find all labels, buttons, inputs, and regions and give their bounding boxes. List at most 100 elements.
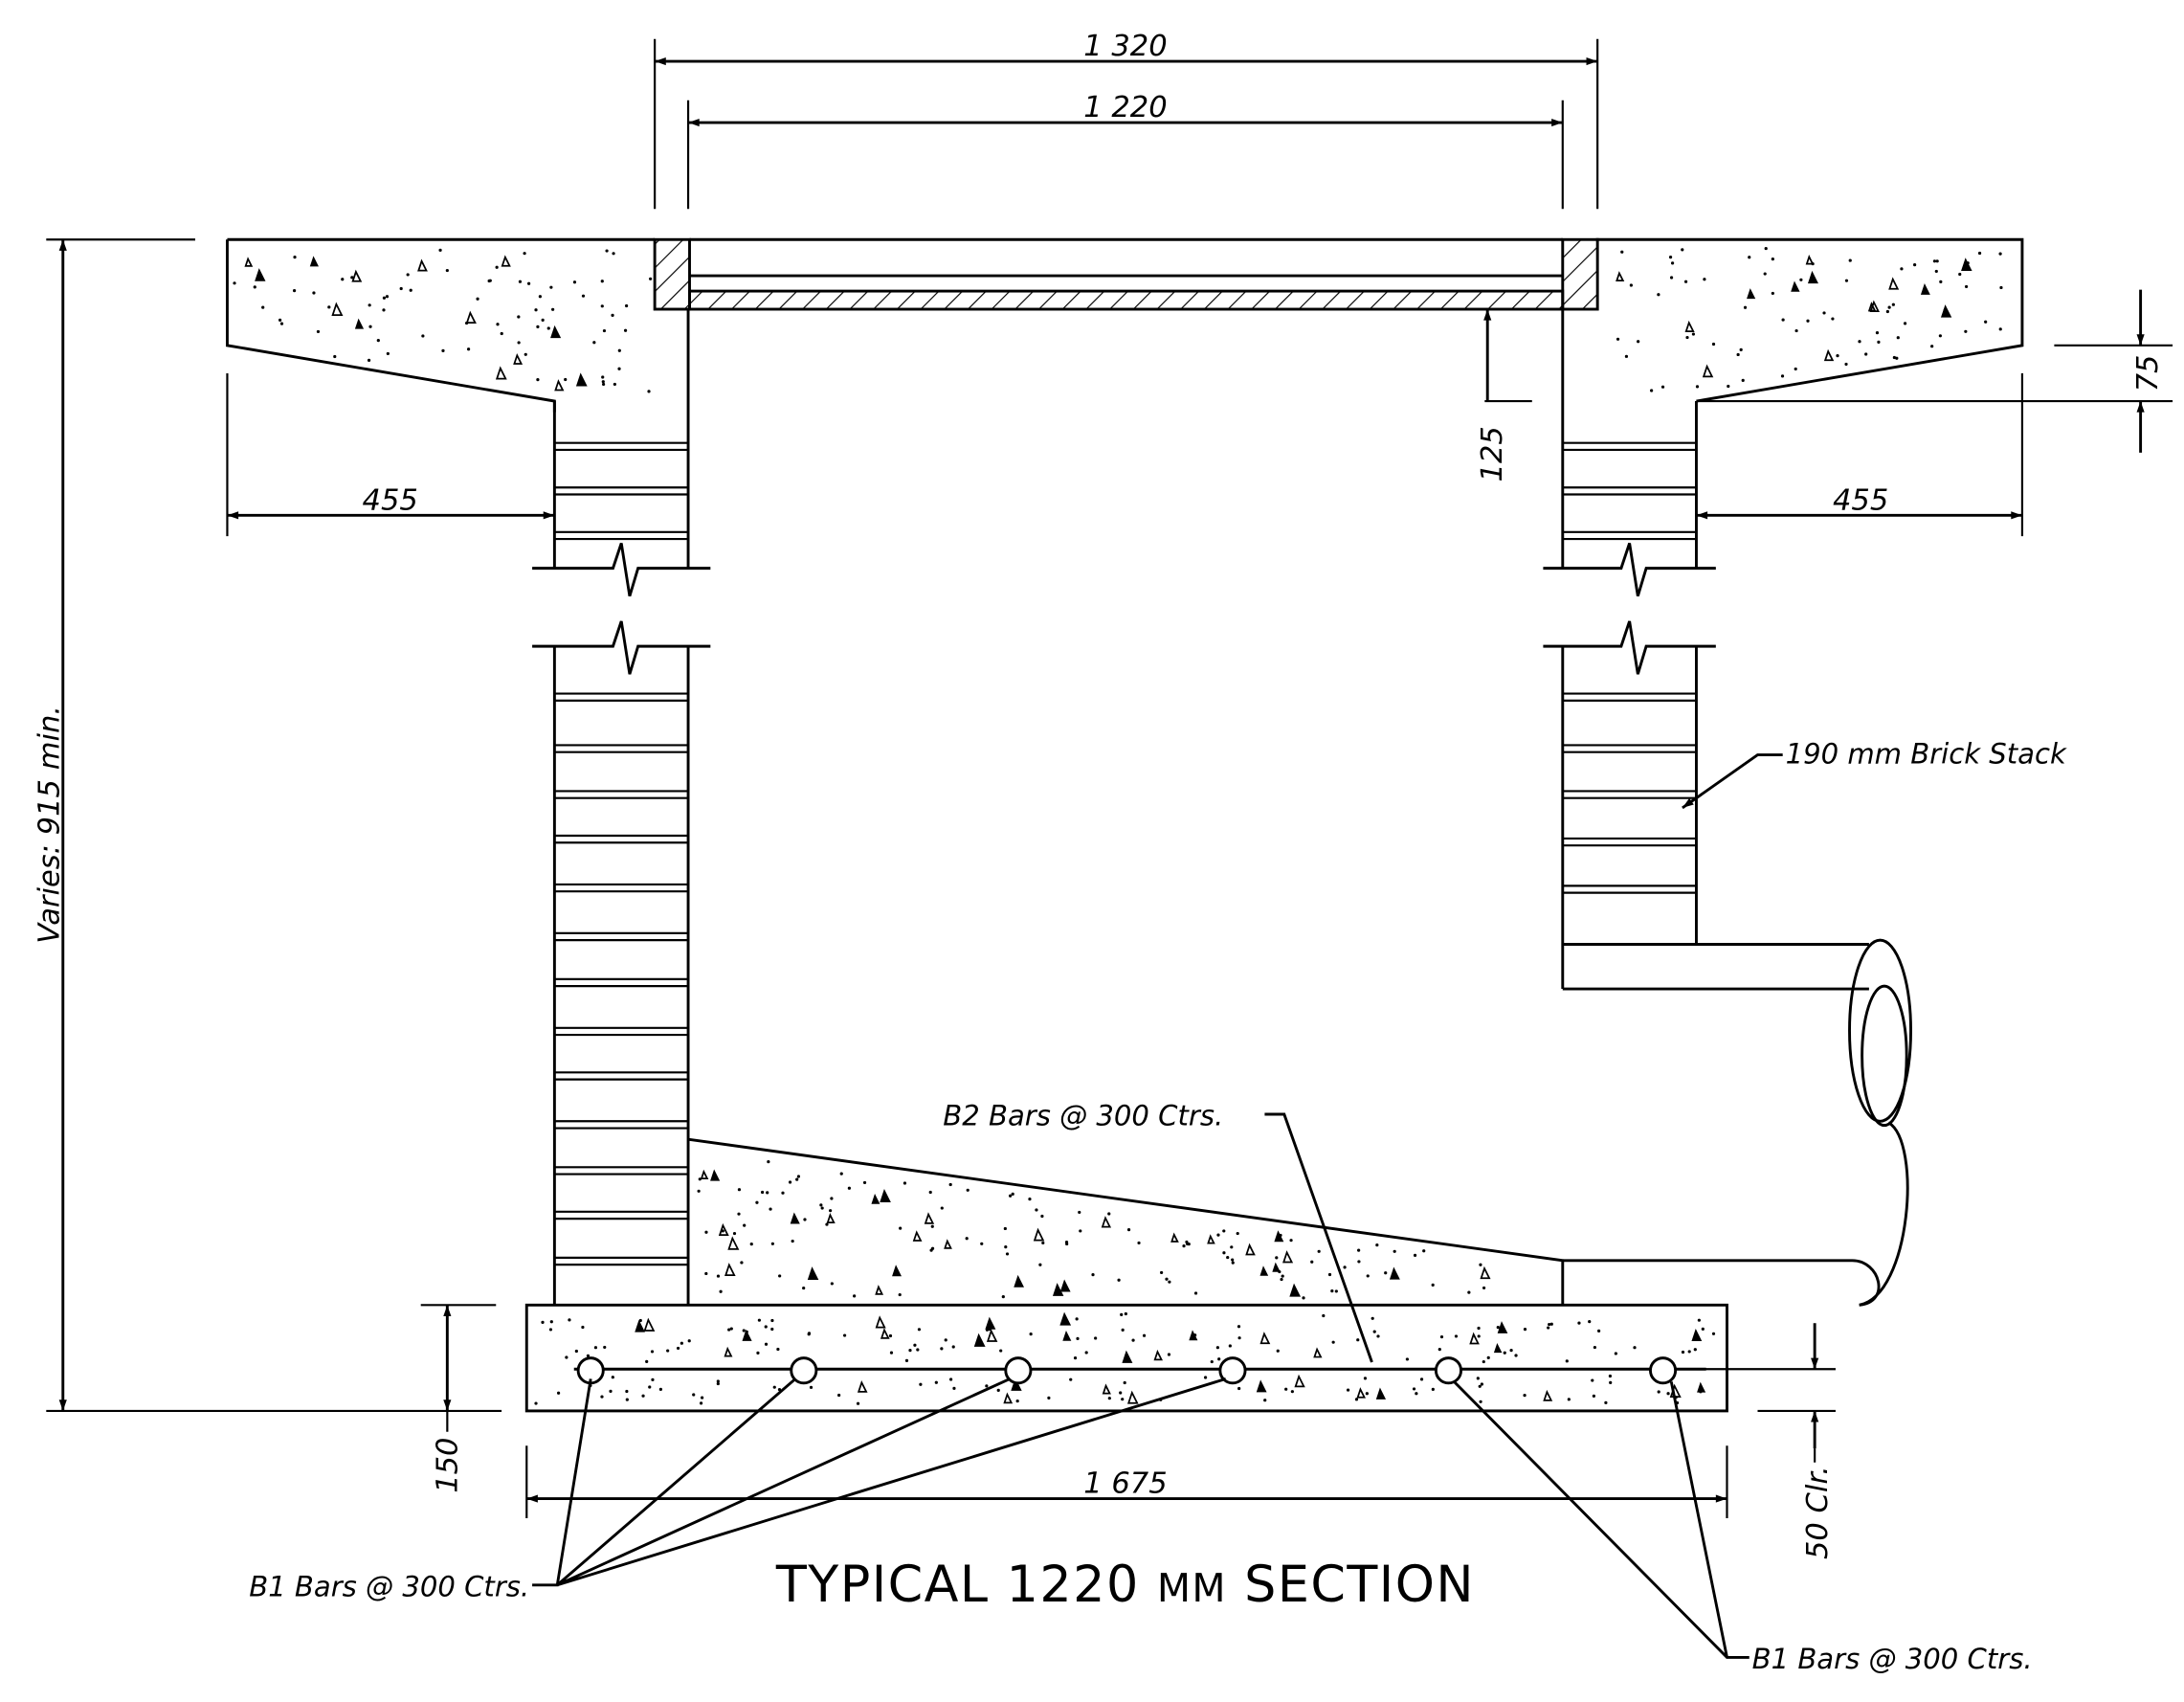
- concrete-dot: [839, 1172, 843, 1176]
- concrete-dot: [382, 296, 387, 300]
- aggregate-mark: [1126, 1390, 1139, 1404]
- concrete-dot: [796, 1175, 801, 1178]
- concrete-dot: [438, 248, 442, 252]
- concrete-dot: [676, 1346, 680, 1351]
- aggregate-mark: [1702, 364, 1714, 378]
- concrete-dot: [934, 1380, 938, 1384]
- concrete-dot: [1075, 1317, 1079, 1321]
- concrete-dot: [1011, 1192, 1014, 1196]
- concrete-dot: [1091, 1273, 1095, 1277]
- concrete-dot: [1431, 1387, 1435, 1391]
- concrete-dot: [1567, 1398, 1571, 1401]
- concrete-dot: [1697, 1318, 1701, 1322]
- concrete-dot: [1844, 279, 1849, 282]
- concrete-dot: [913, 1343, 917, 1347]
- concrete-dot: [625, 1389, 629, 1394]
- rebar-circle: [1218, 1356, 1247, 1385]
- concrete-dot: [385, 295, 390, 299]
- aggregate-mark: [417, 258, 428, 272]
- concrete-dot: [1480, 1382, 1483, 1386]
- concrete-dot: [623, 328, 628, 332]
- dim-left-overhang: 455: [363, 484, 418, 518]
- concrete-dot: [743, 1223, 747, 1227]
- concrete-dot: [1186, 1242, 1190, 1246]
- concrete-dot: [1964, 284, 1969, 289]
- concrete-dot: [1375, 1243, 1379, 1247]
- concrete-dot: [1405, 1357, 1410, 1361]
- concrete-dot: [1669, 276, 1674, 280]
- aggregate-mark: [1867, 302, 1877, 312]
- concrete-dot: [1004, 1245, 1008, 1249]
- concrete-dot: [651, 1377, 655, 1381]
- concrete-dot: [716, 1381, 720, 1386]
- concrete-dot: [1073, 1356, 1078, 1360]
- concrete-dot: [1548, 1322, 1551, 1327]
- aggregate-mark: [985, 1316, 996, 1330]
- concrete-dot: [541, 1320, 545, 1324]
- concrete-dot: [1831, 317, 1835, 321]
- concrete-dot: [755, 1200, 759, 1204]
- frame-left-hatched: [653, 237, 691, 311]
- concrete-dot: [1681, 1350, 1685, 1355]
- concrete-dot: [546, 326, 550, 330]
- concrete-dot: [930, 1246, 935, 1250]
- concrete-dot: [1124, 1311, 1127, 1316]
- concrete-dot: [666, 1349, 670, 1353]
- aggregate-mark: [1189, 1330, 1198, 1341]
- concrete-dot: [1964, 329, 1968, 333]
- concrete-dot: [770, 1242, 774, 1245]
- concrete-dot: [1216, 1233, 1220, 1237]
- concrete-dot: [1794, 367, 1797, 371]
- rebar-circle: [1648, 1356, 1678, 1385]
- concrete-dot: [496, 323, 500, 326]
- concrete-dot: [791, 1239, 794, 1243]
- concrete-dot: [1210, 1359, 1214, 1364]
- concrete-dot: [1999, 285, 2003, 290]
- concrete-dot: [1028, 1198, 1032, 1201]
- rebar-circle: [1004, 1356, 1033, 1385]
- concrete-dot: [795, 1177, 799, 1181]
- note-brick-stack: 190 mm Brick Stack: [1786, 737, 2067, 770]
- concrete-dot: [536, 325, 540, 328]
- dim-opening-width: 1 220: [1083, 91, 1167, 124]
- concrete-dot: [757, 1318, 762, 1322]
- aggregate-mark: [244, 257, 254, 267]
- dim-wall-height: Varies: 915 min.: [33, 705, 66, 944]
- concrete-dot: [1005, 1252, 1010, 1256]
- concrete-dot: [830, 1282, 834, 1286]
- concrete-dot: [727, 1328, 731, 1332]
- concrete-dot: [919, 1382, 923, 1386]
- concrete-dot: [1736, 352, 1740, 357]
- aggregate-mark: [718, 1222, 729, 1236]
- concrete-dot: [523, 252, 526, 256]
- aggregate-mark: [790, 1212, 800, 1224]
- aggregate-mark: [1497, 1321, 1508, 1333]
- concrete-dot: [1695, 385, 1700, 389]
- concrete-dot: [716, 1379, 720, 1383]
- aggregate-mark: [857, 1380, 868, 1393]
- concrete-dot: [1479, 1263, 1482, 1266]
- concrete-dot: [1614, 1352, 1617, 1355]
- concrete-dot: [1363, 1377, 1368, 1380]
- aggregate-mark: [513, 353, 524, 365]
- aggregate-mark: [1062, 1330, 1072, 1341]
- concrete-dot: [350, 276, 354, 280]
- aggregate-mark: [880, 1328, 890, 1339]
- concrete-dot: [386, 351, 390, 356]
- note-b1-bars-right: B1 Bars @ 300 Ctrs.: [1752, 1643, 2033, 1675]
- concrete-dot: [1412, 1387, 1416, 1391]
- concrete-dot: [1119, 1391, 1123, 1395]
- concrete-dot: [1836, 354, 1839, 358]
- concrete-dot: [1237, 1325, 1241, 1329]
- concrete-dot: [592, 341, 596, 345]
- aggregate-mark: [575, 372, 588, 387]
- concrete-dot: [648, 1385, 652, 1389]
- rebar-circle: [1434, 1356, 1463, 1385]
- concrete-dot: [770, 1318, 774, 1323]
- aggregate-mark: [924, 1212, 935, 1224]
- concrete-dot: [1549, 1322, 1553, 1326]
- concrete-dot: [556, 1391, 561, 1395]
- aggregate-mark: [643, 1317, 656, 1332]
- concrete-dot: [825, 1222, 829, 1226]
- concrete-dot: [382, 308, 386, 312]
